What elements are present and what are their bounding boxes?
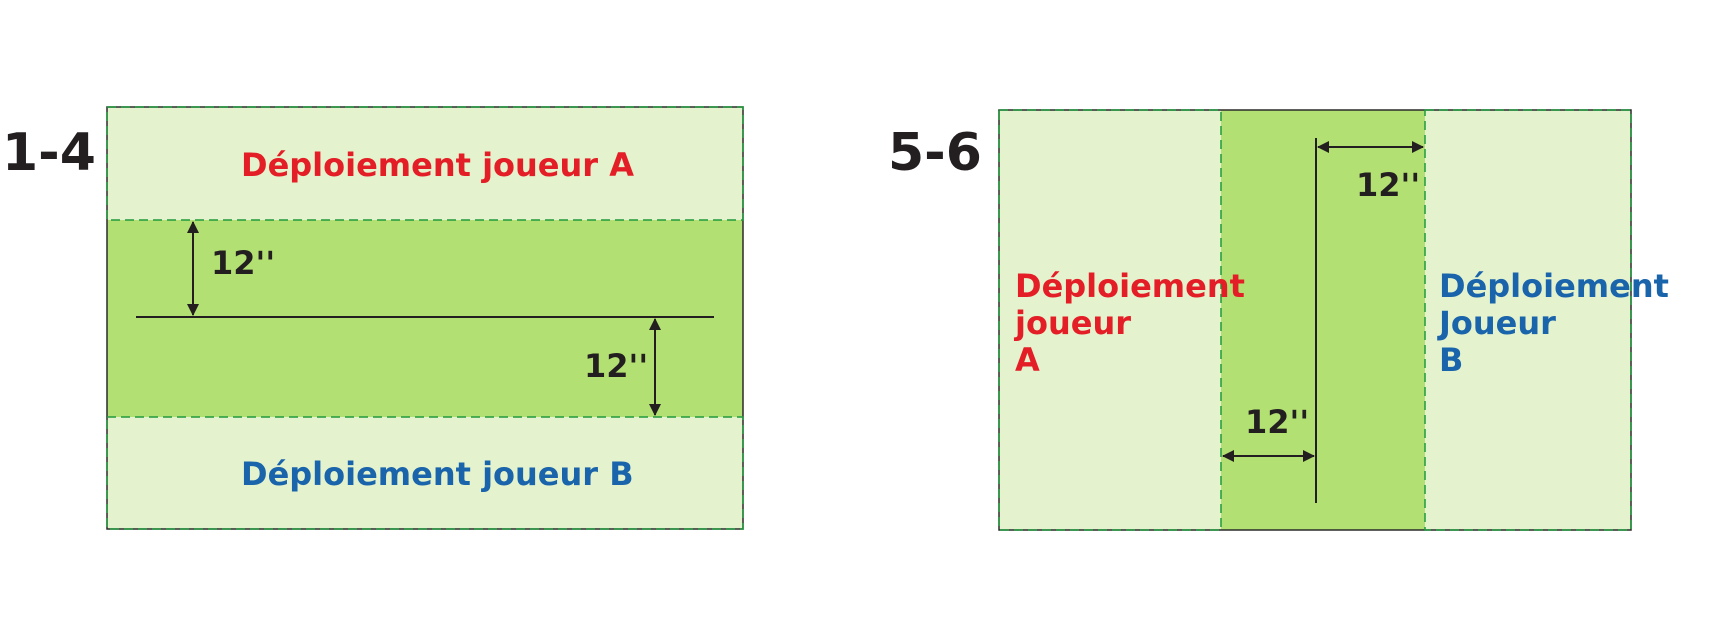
player-b-label-line-2: Joueur	[1437, 304, 1556, 342]
player-a-zone-outline	[106, 106, 744, 221]
player-a-deployment-zone	[999, 110, 1221, 530]
player-a-deployment-zone	[107, 107, 743, 220]
player-a-label: Déploiement joueur A	[241, 146, 634, 184]
no-mans-land-zone	[107, 220, 743, 417]
player-b-zone-outline	[106, 416, 744, 530]
player-b-zone-outline	[1424, 109, 1632, 531]
player-b-deployment-zone	[107, 417, 743, 529]
bottom-distance-label: 12''	[584, 347, 648, 385]
player-a-label-line-1: Déploiement	[1015, 267, 1245, 305]
top-distance-label: 12''	[211, 244, 275, 282]
top-distance-label: 12''	[1356, 166, 1420, 204]
table-border	[998, 109, 1632, 531]
player-b-label-line-1: Déploiement	[1439, 267, 1669, 305]
diagram-5-6: 5-6 12'' 12'' Déploiement joueur A Déplo…	[888, 109, 1669, 531]
scenario-label-1-4: 1-4	[2, 123, 96, 183]
scenario-label-5-6: 5-6	[888, 123, 982, 183]
diagram-1-4: 1-4 Déploiement joueur A Déploiement jou…	[2, 106, 744, 530]
player-a-label-line-2: joueur	[1013, 304, 1131, 342]
player-a-label-line-3: A	[1015, 341, 1040, 379]
player-b-deployment-zone	[1425, 110, 1631, 530]
player-b-label-line-3: B	[1439, 341, 1463, 379]
player-b-label: Déploiement joueur B	[241, 455, 634, 493]
bottom-distance-label: 12''	[1245, 403, 1309, 441]
